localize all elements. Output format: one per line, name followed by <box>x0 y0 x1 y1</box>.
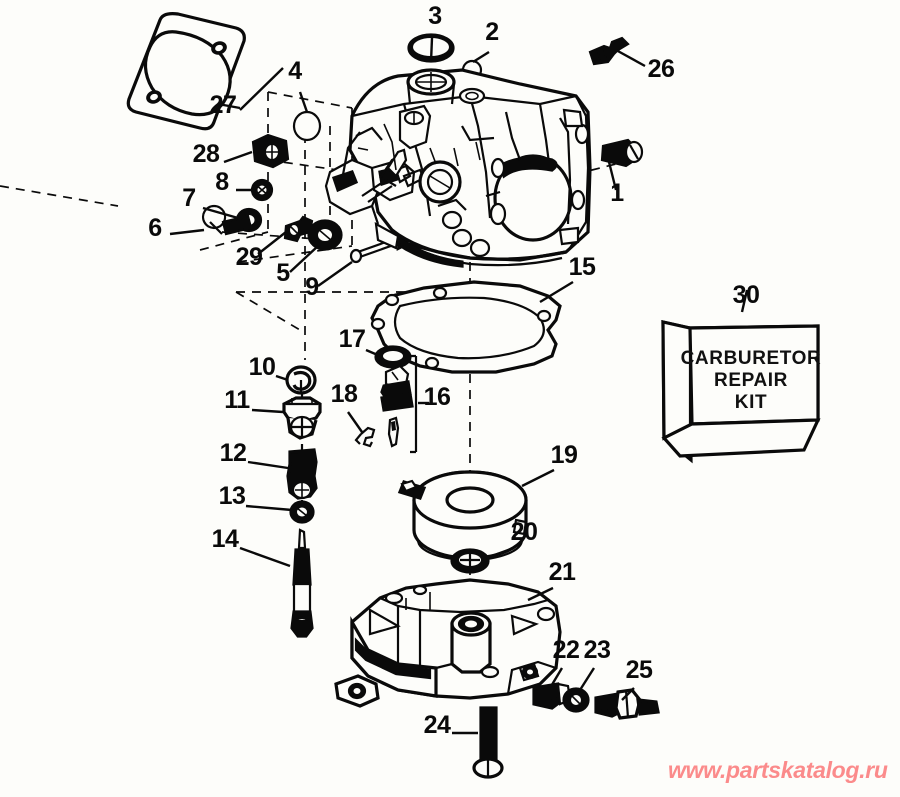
callout-number-24: 24 <box>424 711 451 739</box>
part-18-float-clip <box>354 426 376 448</box>
part-17-seat-washer <box>374 345 412 369</box>
callout-number-11: 11 <box>224 386 250 414</box>
callout-number-19: 19 <box>551 441 578 469</box>
callout-number-1: 1 <box>610 179 624 207</box>
part-4-ball-plug <box>292 110 322 142</box>
callout-number-9: 9 <box>305 273 318 301</box>
part-27-mounting-gasket <box>126 12 246 131</box>
callout-number-23: 23 <box>584 636 611 664</box>
callout-leader-lines <box>169 37 749 735</box>
part-12-spring <box>286 444 318 500</box>
part-15-float-bowl-gasket <box>370 280 562 374</box>
part-13-washer-small <box>289 500 315 524</box>
callout-number-12: 12 <box>220 439 247 467</box>
part-19-float <box>397 470 528 562</box>
callout-number-22: 22 <box>553 636 580 664</box>
callout-number-15: 15 <box>569 253 596 281</box>
callout-number-18: 18 <box>331 380 358 408</box>
part-11-packing-nut <box>282 392 322 440</box>
callout-number-14: 14 <box>212 525 239 553</box>
part-20-float-retainer-washer <box>450 548 490 574</box>
part-23-drain-washer <box>562 687 590 713</box>
callout-number-21: 21 <box>549 558 576 586</box>
callout-number-26: 26 <box>648 55 675 83</box>
part-26-fitting <box>588 36 630 66</box>
site-watermark: www.partskatalog.ru <box>668 757 888 783</box>
callout-number-7: 7 <box>182 184 195 212</box>
part-16-inlet-needle-and-seat <box>380 354 418 454</box>
callout-number-29: 29 <box>236 243 263 271</box>
callout-number-25: 25 <box>626 656 653 684</box>
part-10-packing-retainer <box>285 365 317 395</box>
part-28-nut <box>251 133 290 169</box>
callout-number-13: 13 <box>219 482 246 510</box>
kit-text-line3: KIT <box>735 392 767 413</box>
part-1-idle-mixture-screw <box>600 138 644 168</box>
callout-number-3: 3 <box>428 2 441 30</box>
part-14-needle-valve <box>290 528 314 638</box>
callout-number-20: 20 <box>511 518 538 546</box>
leader-27b <box>217 102 241 110</box>
part-24-bowl-screw <box>472 706 504 779</box>
part-main-carburetor-body <box>324 68 592 268</box>
callout-number-6: 6 <box>148 214 161 242</box>
callout-number-27: 27 <box>210 91 237 119</box>
callout-number-5: 5 <box>276 259 290 287</box>
callout-number-2: 2 <box>485 18 498 46</box>
callout-number-30: 30 <box>733 281 760 309</box>
part-30-repair-kit-box <box>661 320 821 464</box>
callout-number-17: 17 <box>339 325 366 353</box>
kit-text-line1: CARBURETOR <box>681 348 822 369</box>
part-21-float-bowl <box>334 578 562 708</box>
part-8-lock-washer <box>250 178 274 202</box>
kit-text-line2: REPAIR <box>714 370 788 391</box>
callout-number-8: 8 <box>215 168 229 196</box>
callout-number-4: 4 <box>288 57 302 85</box>
callout-number-10: 10 <box>249 353 276 381</box>
part-25-drain-fitting <box>594 688 660 720</box>
callout-number-28: 28 <box>193 140 220 168</box>
callout-number-16: 16 <box>424 383 451 411</box>
part-5-bushing <box>307 219 343 251</box>
leader-27 <box>239 67 284 111</box>
